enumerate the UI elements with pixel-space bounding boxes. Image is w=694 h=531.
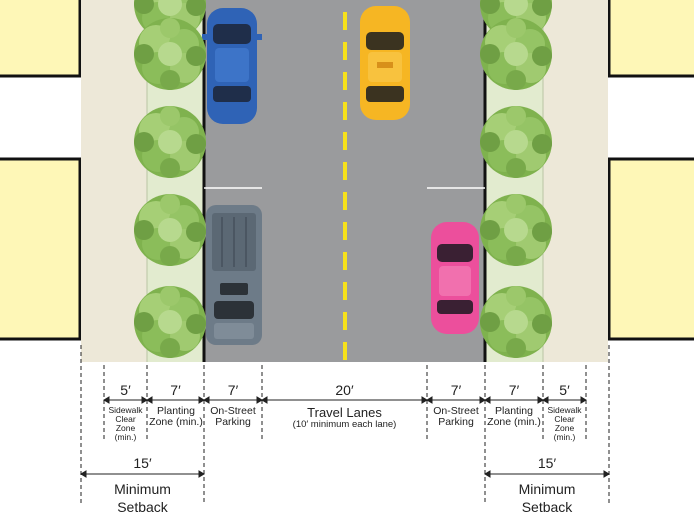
tree-right-5 bbox=[480, 286, 552, 358]
tree-left-3 bbox=[134, 106, 206, 178]
building-left-top bbox=[0, 0, 82, 78]
right-parking-dim: 7′ bbox=[450, 382, 462, 398]
tree-right-2 bbox=[480, 18, 552, 90]
right-setback-dim: 15′ bbox=[537, 455, 557, 471]
left-setback-dim: 15′ bbox=[133, 455, 152, 471]
blue-car bbox=[202, 8, 262, 124]
travel-lanes-label: Travel Lanes (10′ minimum each lane) bbox=[292, 405, 397, 430]
right-sidewalk-dim: 5′ bbox=[559, 382, 570, 398]
building-right-top bbox=[607, 0, 694, 78]
tree-left-2 bbox=[134, 18, 206, 90]
dimension-arrows bbox=[80, 396, 610, 478]
building-left-bottom bbox=[0, 157, 82, 341]
left-planting-dim: 7′ bbox=[170, 382, 181, 398]
tree-right-4 bbox=[480, 194, 552, 266]
travel-lanes-dim: 20′ bbox=[335, 382, 354, 398]
building-right-bottom bbox=[607, 157, 694, 341]
yellow-taxi bbox=[360, 6, 410, 120]
left-sidewalk-dim: 5′ bbox=[120, 382, 131, 398]
left-parking-dim: 7′ bbox=[227, 382, 239, 398]
tree-right-3 bbox=[480, 106, 552, 178]
dimension-guides bbox=[80, 345, 610, 505]
tree-left-4 bbox=[134, 194, 206, 266]
sidewalk-right bbox=[543, 0, 608, 362]
pink-car bbox=[431, 222, 479, 334]
gray-pickup-truck bbox=[206, 205, 262, 345]
right-planting-dim: 7′ bbox=[508, 382, 520, 398]
tree-left-5 bbox=[134, 286, 206, 358]
